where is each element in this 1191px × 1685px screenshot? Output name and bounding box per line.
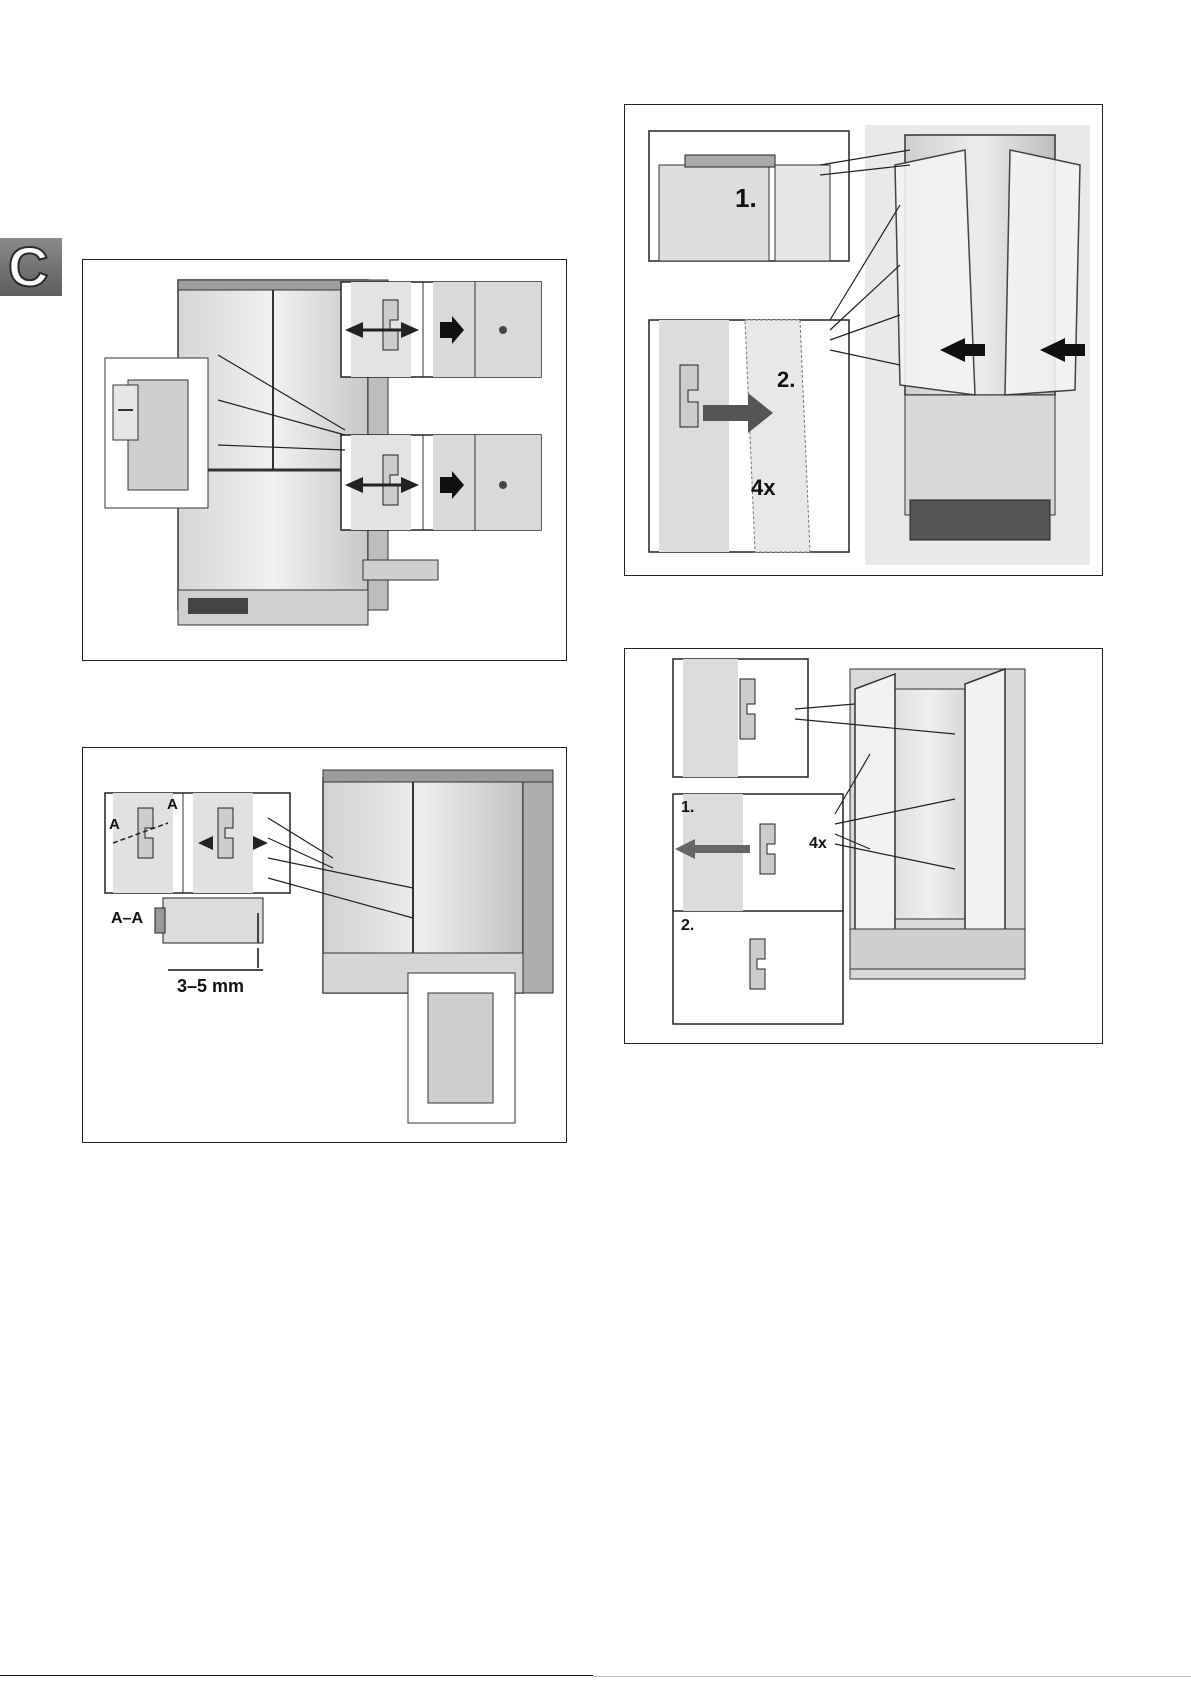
footer-rule-right: [593, 1676, 1191, 1677]
section-marker-a-right: A: [167, 796, 178, 813]
step-2-label: 2.: [681, 917, 694, 935]
section-label: A–A: [111, 910, 143, 928]
figure-4-panel-mounting: 1. 2. 4x: [624, 648, 1103, 1044]
figure-2-door-alignment: A A A–A 3–5 mm: [82, 747, 567, 1143]
door-alignment-diagram-icon: [83, 748, 566, 1142]
step-2-label: 2.: [777, 367, 795, 393]
door-removal-diagram-icon: [625, 105, 1102, 575]
section-marker-a-left: A: [109, 816, 120, 833]
hinge-adjustment-diagram-icon: [83, 260, 566, 660]
section-tab-letter: C: [8, 236, 48, 298]
section-tab: C: [0, 238, 62, 296]
step-1-label: 1.: [735, 183, 757, 214]
figure-1-hinge-adjustment: [82, 259, 567, 661]
figure-3-door-removal: 1. 2. 4x: [624, 104, 1103, 576]
repeat-count-label: 4x: [751, 475, 775, 501]
panel-mounting-diagram-icon: [625, 649, 1102, 1043]
footer-rule: [0, 1675, 593, 1676]
step-1-label: 1.: [681, 799, 694, 817]
gap-dimension-label: 3–5 mm: [177, 976, 244, 997]
repeat-count-label: 4x: [809, 835, 827, 853]
